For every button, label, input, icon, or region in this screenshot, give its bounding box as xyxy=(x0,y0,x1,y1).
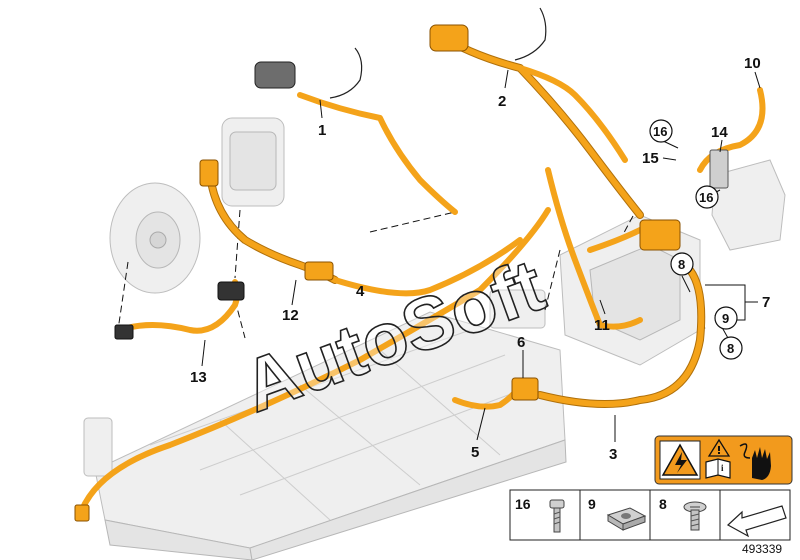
callout-5: 5 xyxy=(471,444,479,461)
callout-16-top: 16 xyxy=(653,124,667,139)
battery-pack xyxy=(94,311,567,560)
callout-12: 12 xyxy=(282,307,299,324)
callout-8-bottom: 8 xyxy=(727,341,734,356)
cable-11 xyxy=(545,167,643,330)
callout-16-bottom: 16 xyxy=(699,190,713,205)
callout-10: 10 xyxy=(744,55,761,72)
screw-icon xyxy=(683,501,707,531)
callout-8-top: 8 xyxy=(678,257,685,272)
cable-10 xyxy=(697,87,766,173)
callout-6: 6 xyxy=(517,334,525,351)
bolt-icon xyxy=(549,499,565,533)
warning-triangle-icon xyxy=(707,438,731,457)
info-glyph: i xyxy=(721,463,724,473)
legend-item-9: 9 xyxy=(588,496,647,531)
cable-harness-2 xyxy=(436,31,644,219)
direction-arrow-icon xyxy=(726,505,787,538)
callouts: 1 2 3 4 5 6 7 10 11 12 13 14 15 16 16 8 … xyxy=(190,55,770,463)
compressor xyxy=(221,117,285,207)
callout-7: 7 xyxy=(762,294,770,311)
no-touch-hand-icon xyxy=(739,443,771,480)
callout-9: 9 xyxy=(722,311,729,326)
charger-unit xyxy=(83,417,113,477)
callout-14: 14 xyxy=(711,124,728,141)
legend-number-9: 9 xyxy=(588,496,596,512)
legend: 16 9 8 xyxy=(509,489,791,541)
manual-icon: i xyxy=(705,458,731,479)
callout-3: 3 xyxy=(609,446,617,463)
electric-motor-right xyxy=(711,159,786,251)
high-voltage-icon xyxy=(659,440,701,480)
legend-number-8: 8 xyxy=(659,496,667,512)
electric-motor-left xyxy=(109,182,201,294)
legend-number-16: 16 xyxy=(515,496,531,512)
warning-label: i xyxy=(654,435,793,485)
cable-3 xyxy=(536,266,706,408)
connectors xyxy=(74,24,729,522)
callout-11: 11 xyxy=(594,317,610,334)
nut-icon xyxy=(606,507,647,531)
callout-4: 4 xyxy=(356,283,365,300)
callout-15: 15 xyxy=(642,150,659,167)
cable-harness-1 xyxy=(297,92,458,215)
legend-item-8: 8 xyxy=(659,496,707,531)
callout-13: 13 xyxy=(190,369,207,386)
cable-4 xyxy=(77,207,551,518)
callout-1: 1 xyxy=(318,122,326,139)
legend-item-16: 16 xyxy=(515,496,565,533)
signal-wires xyxy=(329,7,547,99)
callout-2: 2 xyxy=(498,93,506,110)
document-number: 493339 xyxy=(742,542,782,556)
